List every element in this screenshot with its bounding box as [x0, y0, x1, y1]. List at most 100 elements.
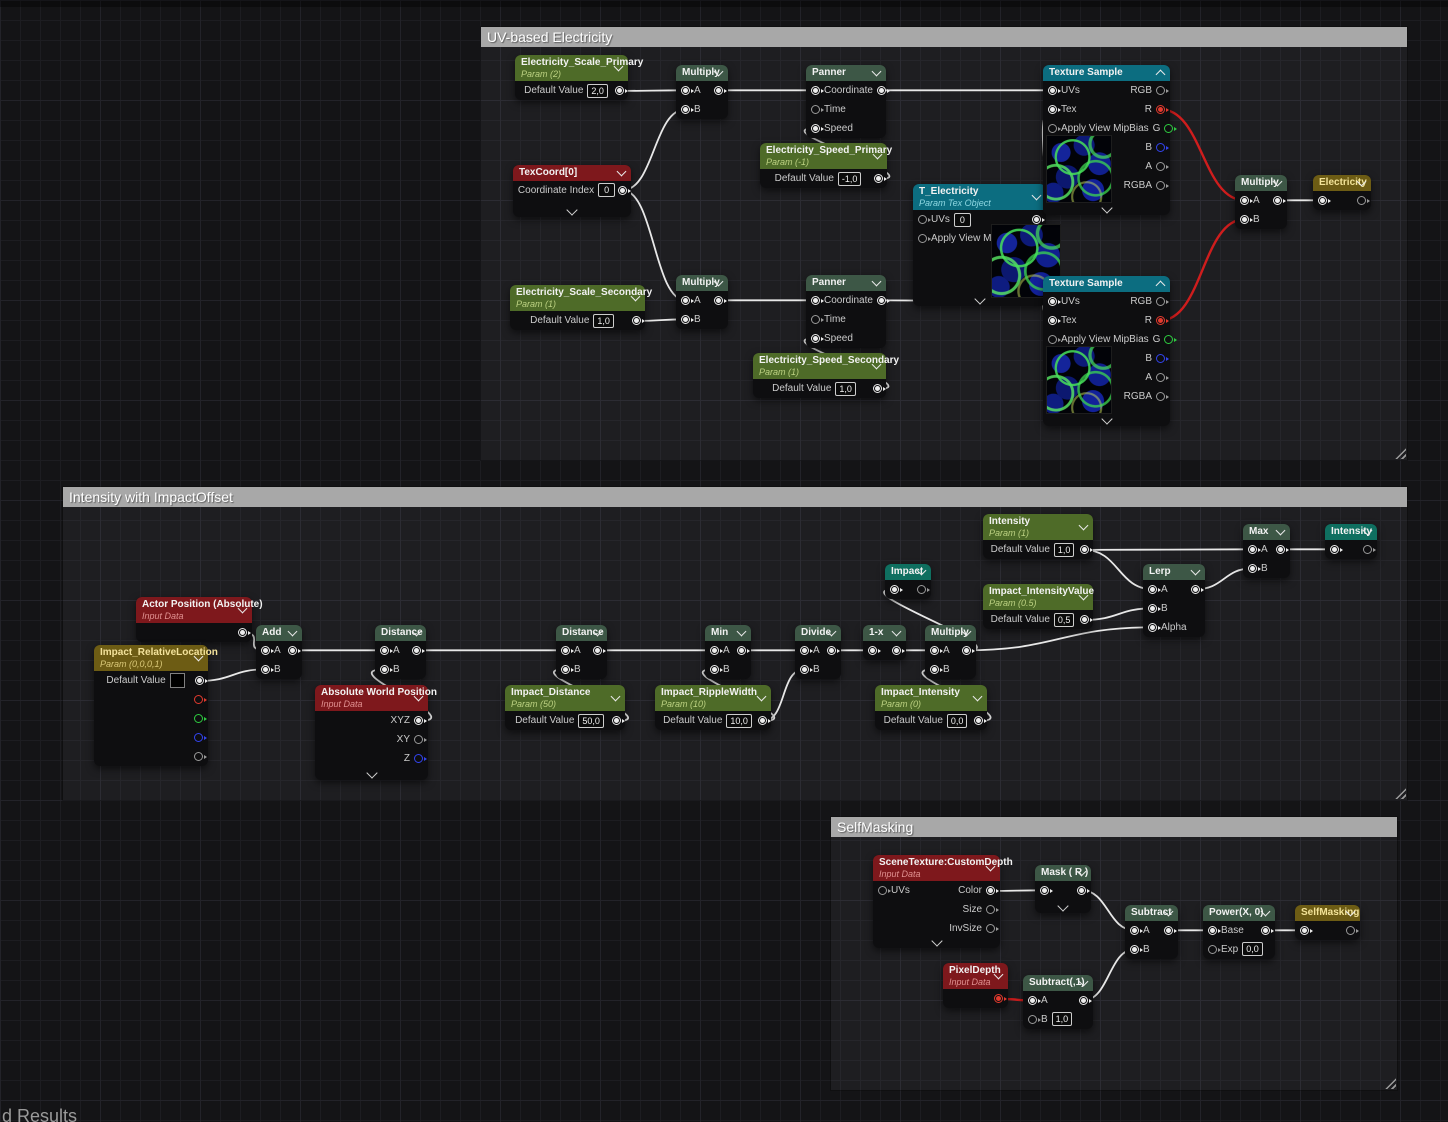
port-selfmasking_rr-out[interactable] — [1346, 925, 1359, 935]
port-t_electricity-uvs[interactable] — [918, 215, 931, 225]
chevron-down-icon[interactable] — [871, 276, 882, 287]
comment-title-bar[interactable]: Intensity with ImpactOffset — [63, 487, 1407, 507]
port-subtract1-out[interactable] — [1079, 995, 1092, 1005]
value-box[interactable]: 1,0 — [1051, 1012, 1073, 1027]
port-speed_primary-out[interactable] — [874, 174, 887, 184]
port-power-out[interactable] — [1261, 925, 1274, 935]
port-selfmasking_rr-in[interactable] — [1300, 925, 1313, 935]
port-awp-z[interactable] — [414, 754, 427, 764]
port-impact_rel-b[interactable] — [194, 733, 207, 743]
port-distance1-A[interactable] — [380, 645, 393, 655]
chevron-down-icon[interactable] — [616, 166, 627, 177]
port-oneminus-in[interactable] — [868, 645, 881, 655]
chevron-down-icon[interactable] — [972, 691, 983, 702]
node-impact_rr[interactable]: Impact — [885, 564, 931, 599]
port-tex_sample2-a[interactable] — [1156, 372, 1169, 382]
port-distance2-B[interactable] — [561, 664, 574, 674]
chevron-down-icon[interactable] — [756, 691, 767, 702]
port-tex_sample1-rgba[interactable] — [1156, 180, 1169, 190]
port-intensity_rr-out[interactable] — [1363, 544, 1376, 554]
port-tex_sample2-mip[interactable] — [1048, 334, 1061, 344]
value-box[interactable]: 0 — [598, 183, 616, 198]
port-max-A[interactable] — [1248, 544, 1261, 554]
port-divide-B[interactable] — [800, 664, 813, 674]
port-panner2-Time[interactable] — [811, 314, 824, 324]
port-lerp-out[interactable] — [1191, 584, 1204, 594]
chevron-down-icon[interactable] — [1031, 190, 1042, 201]
value-box[interactable]: 0,0 — [1242, 942, 1263, 957]
port-actor_pos-out[interactable] — [238, 628, 251, 638]
port-tex_sample1-rgb[interactable] — [1156, 85, 1169, 95]
port-multiply3-A[interactable] — [1240, 195, 1253, 205]
port-max-B[interactable] — [1248, 563, 1261, 573]
port-scenetex-color[interactable] — [986, 886, 999, 896]
port-impact_rr-in[interactable] — [890, 584, 903, 594]
port-subtract1-A[interactable] — [1028, 995, 1041, 1005]
node-oneminus[interactable]: 1-x — [863, 625, 906, 660]
chevron-down-icon[interactable] — [736, 626, 747, 637]
port-scale_secondary-out[interactable] — [632, 316, 645, 326]
port-subtract-A[interactable] — [1130, 925, 1143, 935]
port-multiply1-out[interactable] — [714, 85, 727, 95]
chevron-down-icon[interactable] — [1190, 565, 1201, 576]
port-mask_r-in[interactable] — [1040, 885, 1053, 895]
port-ripple-out[interactable] — [758, 716, 771, 726]
port-panner2-out[interactable] — [876, 295, 890, 305]
port-tex_sample2-tex[interactable] — [1048, 315, 1061, 325]
color-swatch[interactable] — [169, 673, 185, 689]
port-intensity_rr-in[interactable] — [1330, 544, 1343, 554]
port-iiv-out[interactable] — [1080, 615, 1093, 625]
value-box[interactable]: 1,0 — [835, 381, 856, 396]
port-panner1-Time[interactable] — [811, 104, 824, 114]
port-tex_sample1-tex[interactable] — [1048, 104, 1061, 114]
value-box[interactable]: 1,0 — [1053, 542, 1075, 557]
collapse-chevron-icon[interactable] — [566, 204, 578, 216]
port-tex_sample1-g[interactable] — [1164, 123, 1178, 133]
value-box[interactable]: 0,5 — [1053, 612, 1075, 627]
collapse-chevron-icon[interactable] — [1057, 900, 1069, 912]
port-min-B[interactable] — [710, 664, 723, 674]
port-tex_sample1-r[interactable] — [1156, 104, 1169, 114]
value-box[interactable]: 1,0 — [593, 313, 614, 328]
port-tex_sample1-mip[interactable] — [1048, 123, 1061, 133]
resize-handle-icon[interactable] — [1385, 1078, 1396, 1089]
node-electricity_rr[interactable]: Electricity — [1313, 175, 1371, 210]
value-box[interactable]: -1,0 — [837, 171, 862, 186]
port-texcoord-out[interactable] — [618, 185, 631, 195]
value-box[interactable]: 0,0 — [946, 713, 968, 728]
port-multiply1-A[interactable] — [681, 85, 694, 95]
port-panner1-Speed[interactable] — [811, 123, 824, 133]
chevron-down-icon[interactable] — [610, 691, 621, 702]
port-tex_sample2-rgb[interactable] — [1156, 296, 1169, 306]
port-tex_sample1-b[interactable] — [1156, 142, 1169, 152]
chevron-down-icon[interactable] — [871, 66, 882, 77]
port-intensity_param-out[interactable] — [1080, 545, 1093, 555]
node-intensity_rr[interactable]: Intensity — [1325, 524, 1377, 559]
node-mask_r[interactable]: Mask ( R ) — [1035, 865, 1091, 913]
port-multiply4-B[interactable] — [930, 664, 943, 674]
value-box[interactable]: 0 — [953, 212, 971, 227]
port-multiply2-out[interactable] — [714, 295, 727, 305]
port-impact_distance-out[interactable] — [612, 716, 625, 726]
port-scale_primary-out[interactable] — [615, 86, 628, 96]
port-tex_sample2-uvs[interactable] — [1048, 296, 1061, 306]
port-t_electricity-mip[interactable] — [918, 234, 931, 244]
value-box[interactable]: 50,0 — [578, 713, 604, 728]
collapse-chevron-icon[interactable] — [365, 767, 378, 779]
